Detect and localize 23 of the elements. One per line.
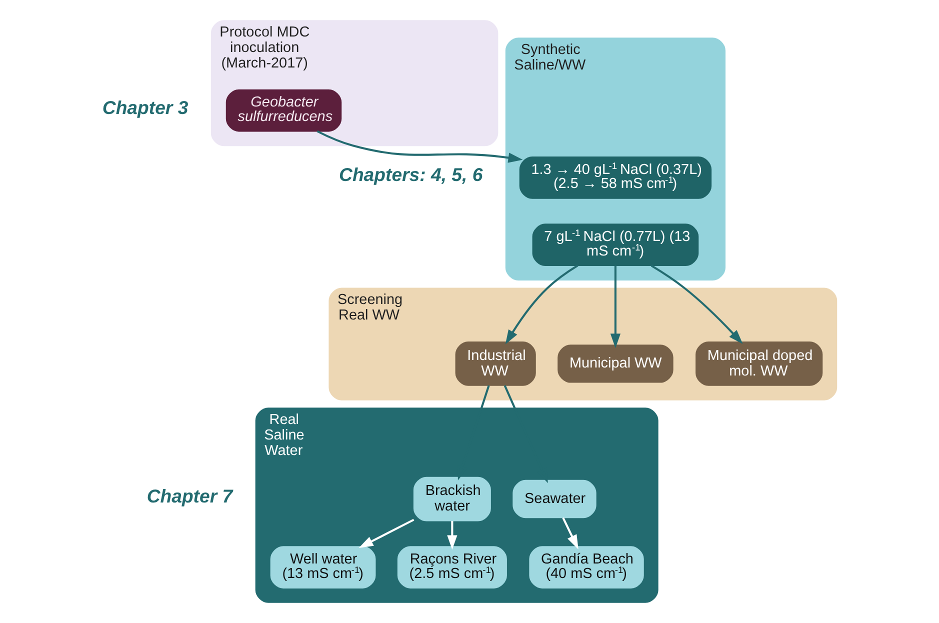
label: Chapters: 4, 5, 6 [339, 164, 483, 186]
node-box: Seawater [512, 480, 596, 518]
arrow [447, 521, 458, 550]
node-box: Brackish water [413, 476, 491, 522]
arrow [316, 130, 523, 163]
arrow [358, 518, 414, 548]
node-box: Municipal doped mol. WW [696, 341, 823, 386]
node-box: Industrial WW [455, 341, 536, 386]
arrow [562, 517, 578, 550]
arrow [650, 264, 743, 344]
node-box: Gandía Beach (40 mS cm$^{-1}$) [529, 546, 644, 588]
node-box: Municipal WW [558, 344, 674, 383]
node-box: Geobacter sulfurreducens [226, 89, 342, 132]
arrow [505, 264, 578, 344]
label: Chapter 7 [146, 486, 233, 507]
label: Chapter 3 [102, 97, 188, 118]
arrow [504, 385, 548, 484]
node-box: Raçons River (2.5 mS cm$^{-1}$) [397, 546, 507, 588]
node-box: Well water (13 mS cm$^{-1}$) [270, 546, 376, 588]
node-box: 7 gL$^{-1}$ NaCl (0.77L) (13 mS cm$^{-1}$) [532, 224, 699, 266]
arrow [458, 385, 490, 480]
arrow [610, 266, 621, 348]
node-box: 1.3 → 40 gL$^{-1}$ NaCl (0.37L) (2.5 → 58 mS cm$^{-1}$) [519, 156, 712, 199]
